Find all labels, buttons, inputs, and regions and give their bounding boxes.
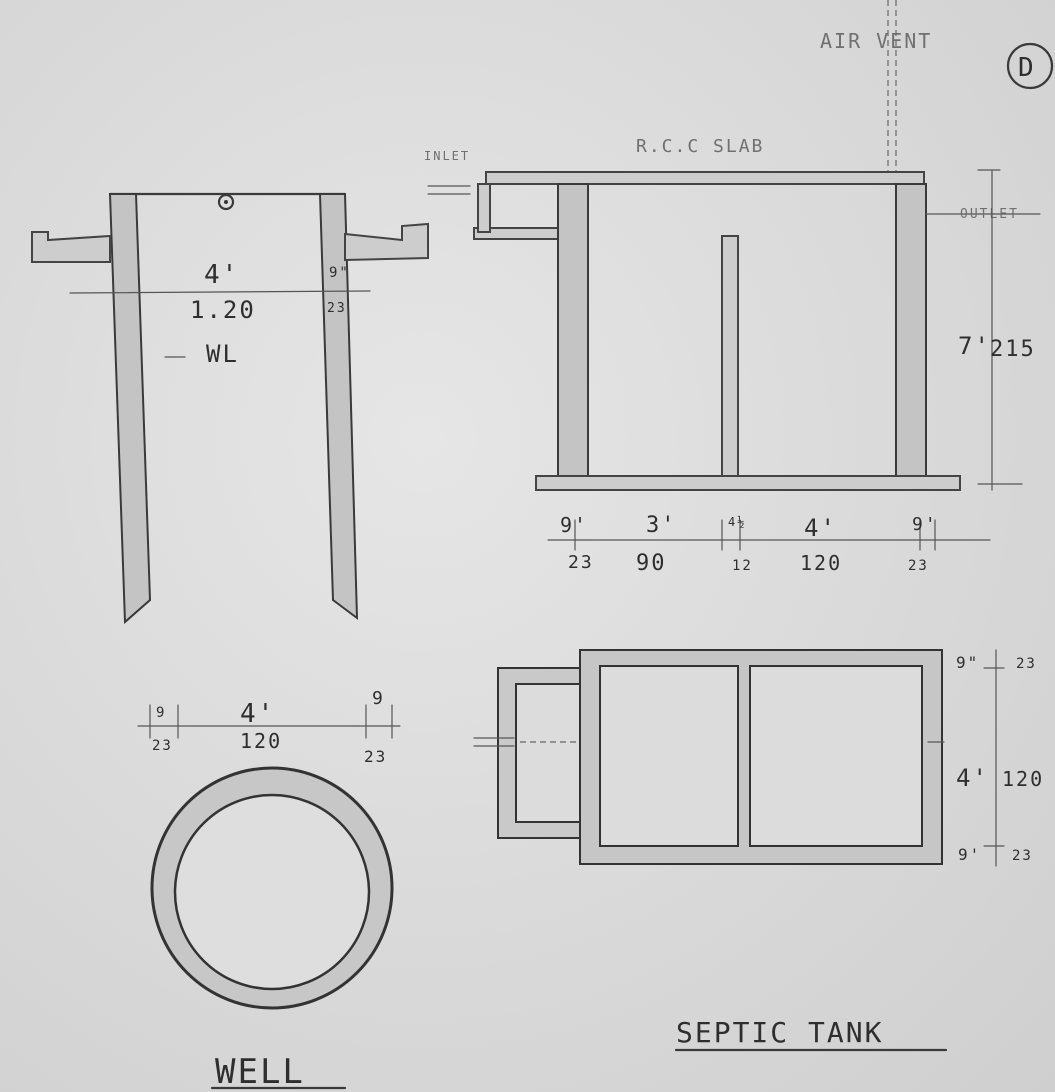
well-left-wall <box>108 193 152 625</box>
tank-dim-5-cm: 23 <box>908 558 929 574</box>
revision-mark: D <box>1018 53 1036 83</box>
tank-left-wall <box>557 183 589 481</box>
tank-dim-5-ft: 9' <box>912 514 938 535</box>
revision-circle-icon <box>1006 42 1054 90</box>
septic-tank-title: SEPTIC TANK <box>676 1016 883 1049</box>
pulley-icon <box>217 193 235 211</box>
rcc-slab <box>485 171 925 185</box>
plan-width-ft: 4' <box>956 764 989 792</box>
tank-dim-4-ft: 4' <box>804 514 837 542</box>
wl-label: WL <box>206 340 239 368</box>
tank-dim-3-cm: 12 <box>732 558 753 574</box>
tank-height-cm: 215 <box>990 337 1036 362</box>
rcc-slab-label: R.C.C SLAB <box>636 136 764 157</box>
well-right-platform <box>344 222 429 262</box>
inlet-drop <box>477 183 491 233</box>
tank-dim-3-ft: 4½ <box>728 515 746 529</box>
well-ring-inner <box>173 793 371 991</box>
well-width-cm: 1.20 <box>190 296 256 324</box>
tank-right-wall <box>895 183 927 481</box>
pulley-hub <box>224 200 228 204</box>
air-vent-label: AIR VENT <box>820 29 932 53</box>
well-plan-left-wall-ft: 9 <box>156 705 166 721</box>
tank-baffle-wall <box>721 235 739 481</box>
well-section: 4' 1.20 WL 9" 23 <box>31 192 429 625</box>
plan-top-wall-ft: 9" <box>956 653 979 672</box>
tank-dim-2-cm: 90 <box>636 551 667 576</box>
well-plan-left-wall-cm: 23 <box>152 738 173 754</box>
tank-dim-4-cm: 120 <box>800 551 842 575</box>
well-title: WELL <box>215 1052 305 1092</box>
tank-dim-1-cm: 23 <box>568 552 594 573</box>
well-wall-ft: 9" <box>329 265 350 281</box>
septic-tank-section: AIR VENT D R.C.C SLAB INLET OUTLET 7' 21… <box>424 0 1054 576</box>
tank-plan-compartment-2 <box>749 665 923 847</box>
well-plan-right-wall-cm: 23 <box>364 747 387 766</box>
tank-base <box>535 475 961 491</box>
well-plan-right-wall-ft: 9 <box>372 688 385 709</box>
tank-dim-1-ft: 9' <box>560 513 588 537</box>
tank-plan-compartment-1 <box>599 665 739 847</box>
well-plan-inner-cm: 120 <box>240 729 282 753</box>
well-width-ft: 4' <box>204 260 239 290</box>
water-level-line <box>69 290 371 294</box>
inlet-chamber-inner <box>515 683 583 823</box>
plan-top-wall-cm: 23 <box>1016 656 1037 672</box>
plan-bottom-wall-ft: 9' <box>958 845 981 864</box>
tank-dim-2-ft: 3' <box>646 513 677 538</box>
septic-tank-plan: 9" 23 4' 120 9' 23 SEPTIC TANK <box>473 649 1044 1052</box>
plan-width-cm: 120 <box>1002 767 1044 791</box>
well-plan-inner-ft: 4' <box>240 699 275 729</box>
well-left-platform <box>31 231 111 263</box>
well-plan: 9 23 4' 120 9 23 WELL <box>137 688 401 1092</box>
well-wall-cm: 23 <box>327 301 347 316</box>
outlet-label: OUTLET <box>960 207 1019 222</box>
inlet-label: INLET <box>424 149 470 163</box>
tank-height-ft: 7' <box>958 332 991 360</box>
well-right-wall <box>318 193 359 621</box>
plan-bottom-wall-cm: 23 <box>1012 848 1033 864</box>
